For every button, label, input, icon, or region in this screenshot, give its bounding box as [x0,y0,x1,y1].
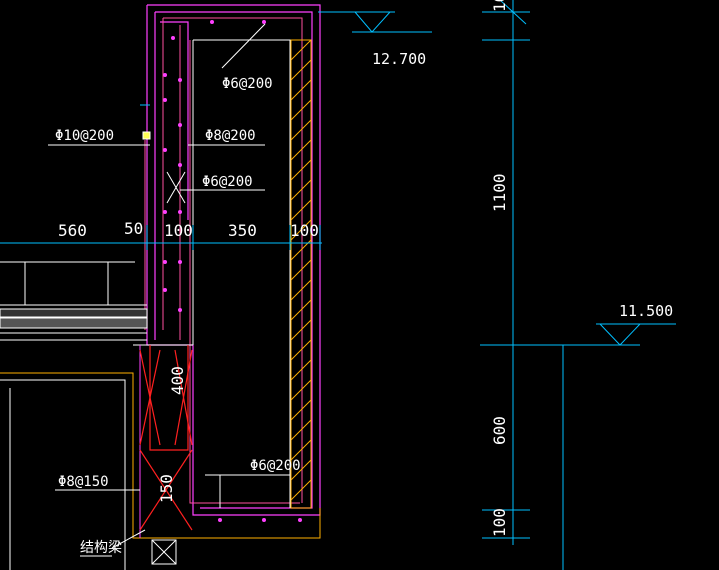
structural-beam-label: 结构梁 [80,540,122,556]
dim-vert-600: 600 [490,416,509,445]
rebar-left-tie-label: Φ10@200 [55,128,114,144]
dim-vert-100: 100 [490,508,509,537]
rebar-top-outer-label: Φ6@200 [222,76,273,92]
brick-wall [290,39,312,509]
beam-dim-150: 150 [157,474,176,503]
rebar-cross-tie-label: Φ6@200 [202,174,253,190]
rebar-lines [144,17,303,504]
dim-560: 560 [58,221,87,240]
roof-layers [0,261,148,341]
wall-outline [192,39,291,508]
leader-lines [48,23,266,557]
rebar-bottom-inner-label: Φ6@200 [250,458,301,474]
cross-tie [166,171,186,204]
dim-50: 50 [124,219,143,238]
column-block [151,539,177,565]
beam-dim-400: 400 [168,366,187,395]
dim-100-right: 100 [290,221,319,240]
rebar-main-bar-label: Φ8@200 [205,128,256,144]
dim-vert-1100: 1100 [490,173,509,212]
anchor-marker [142,131,151,140]
stirrup-label: Φ8@150 [58,474,109,490]
rebar-dots [163,20,302,522]
dim-350: 350 [228,221,257,240]
elevation-bottom-label: 11.500 [619,302,673,320]
dim-vert-10: 10 [490,0,509,12]
dimension-lines [0,0,676,570]
beam-stirrups [139,345,193,531]
lower-frames [0,344,321,570]
elevation-top-label: 12.700 [372,50,426,68]
dim-100-left: 100 [164,221,193,240]
